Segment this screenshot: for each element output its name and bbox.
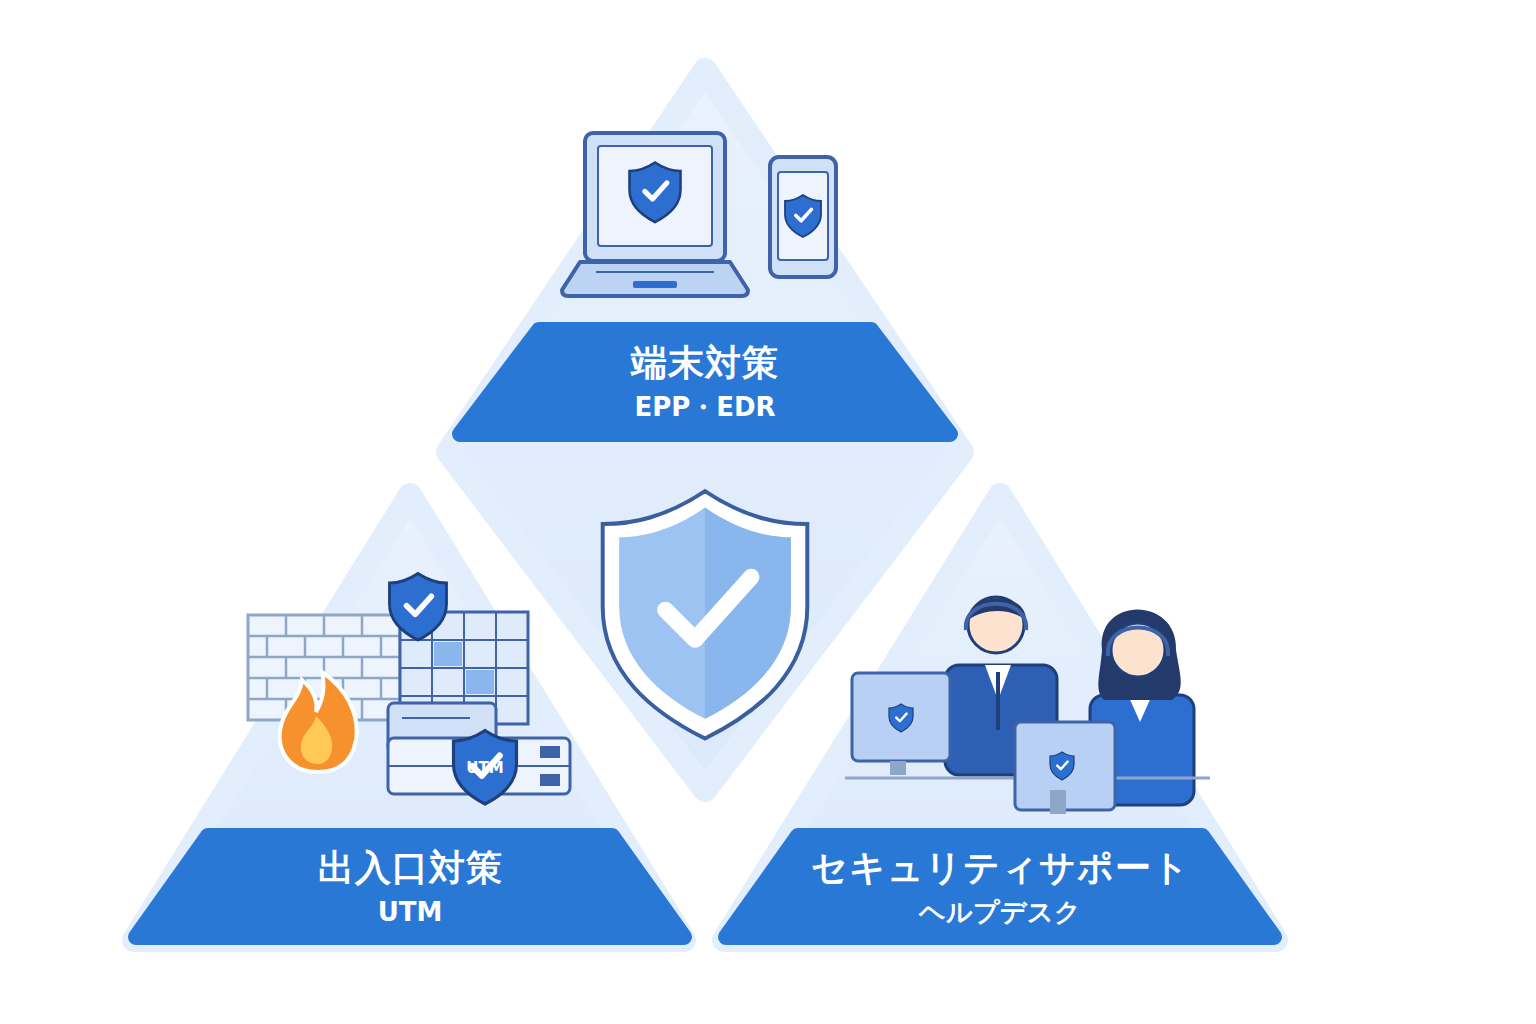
- phone-screen: [778, 172, 828, 260]
- server-port: [540, 774, 560, 786]
- center-check-mark: [665, 577, 751, 640]
- band-box: 端末対策 EPP・EDR: [452, 322, 958, 442]
- flame-outer: [280, 672, 357, 772]
- laptop-base: [562, 262, 748, 296]
- center-shield: [603, 491, 808, 738]
- center-shield-fill: [619, 508, 791, 719]
- icon-label: UTM: [466, 759, 503, 777]
- band-fill: [136, 836, 684, 937]
- band-title: セキュリティサポート: [811, 845, 1190, 890]
- band-subtitle: EPP・EDR: [634, 391, 775, 424]
- monitor-shield: [889, 704, 913, 732]
- laptop-shield: [630, 163, 681, 223]
- headset: [966, 604, 1026, 630]
- monitor: [852, 673, 950, 761]
- monitor-stand: [1050, 790, 1066, 814]
- agent-tie: [996, 672, 1000, 730]
- monitor-shield: [1050, 752, 1074, 780]
- firewall-shield: [390, 574, 447, 641]
- band-box: セキュリティサポートヘルプデスク: [718, 828, 1282, 945]
- utm-shield: [454, 731, 517, 805]
- phone-shield: [785, 195, 821, 237]
- monitor-stand: [890, 761, 906, 775]
- band-fill: [726, 836, 1274, 937]
- band-fill: [460, 330, 950, 434]
- building-window: [466, 670, 494, 694]
- laptop-trackpad: [633, 281, 677, 288]
- flame-inner: [301, 716, 333, 764]
- band-title: 端末対策: [631, 340, 779, 385]
- laptop-screen-frame: [585, 133, 725, 261]
- laptop-keys: [596, 271, 714, 273]
- agent-hair: [1098, 610, 1180, 701]
- server-port: [540, 746, 560, 758]
- headset: [1108, 628, 1168, 657]
- band-title: 出入口対策: [318, 845, 503, 890]
- phone-body: [770, 157, 836, 277]
- building-window: [434, 642, 462, 666]
- band-subtitle: UTM: [378, 896, 443, 929]
- laptop-screen: [598, 146, 712, 246]
- server-line: [402, 717, 470, 719]
- band-box: 出入口対策 UTM: [128, 828, 692, 945]
- band-subtitle: ヘルプデスク: [919, 896, 1081, 929]
- center-shield-outline: [603, 491, 808, 738]
